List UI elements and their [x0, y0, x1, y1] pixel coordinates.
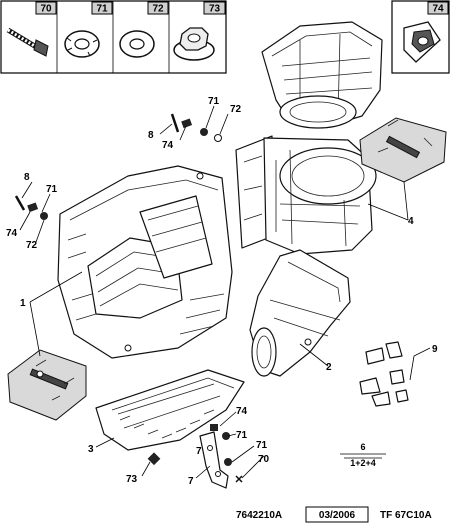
callout-72: 72	[230, 104, 242, 115]
callout-1: 1	[20, 298, 26, 309]
callout-74: 74	[6, 228, 18, 239]
callout-72: 72	[26, 240, 38, 251]
flat-washer-icon	[119, 30, 155, 58]
callout-71: 71	[46, 184, 58, 195]
callout-70: 70	[258, 454, 270, 465]
callout-71: 71	[256, 440, 268, 451]
footer-date: 03/2006	[319, 510, 356, 521]
air-duct-connector	[249, 249, 351, 377]
clip-set	[359, 341, 409, 407]
clip-nut-icon	[403, 21, 441, 63]
header-ref-71: 71	[64, 1, 113, 58]
header-ref-label: 70	[40, 4, 52, 15]
callout-9: 9	[432, 344, 438, 355]
header-ref-label: 72	[152, 4, 164, 15]
callout-74: 74	[236, 406, 248, 417]
nut-icon	[173, 27, 215, 61]
header-parts-strip: 70 71 72	[0, 0, 227, 74]
footer-ref-code: 7642210A	[236, 510, 282, 521]
washer-icon	[64, 30, 100, 58]
callout-4: 4	[408, 216, 414, 227]
fastener-group-upper	[170, 113, 222, 142]
fraction-top: 6	[360, 442, 365, 452]
assembly-fraction-note: 6 1+2+4	[340, 442, 386, 468]
header-ref-label: 74	[432, 4, 444, 15]
callout-8: 8	[148, 130, 154, 141]
callout-2: 2	[326, 362, 332, 373]
callout-7: 7	[196, 446, 202, 457]
leader-lines	[19, 105, 431, 479]
header-ref-74: 74	[391, 0, 450, 74]
callout-3: 3	[88, 444, 94, 455]
lower-filter-tray	[95, 369, 245, 451]
callout-73: 73	[126, 474, 138, 485]
fastener-group-left	[14, 195, 48, 220]
clip-detail-inset-left	[7, 349, 87, 421]
footer-tf-code: TF 67C10A	[380, 510, 432, 521]
header-ref-label: 73	[209, 4, 221, 15]
callout-71: 71	[208, 96, 220, 107]
header-ref-73: 73	[173, 1, 226, 61]
callout-7: 7	[188, 476, 194, 487]
fraction-bottom: 1+2+4	[350, 458, 376, 468]
footer-strip: 7642210A 03/2006 TF 67C10A	[236, 506, 432, 523]
blower-housing	[235, 135, 377, 255]
fastener-group-lower	[147, 424, 243, 483]
mounting-bracket	[199, 431, 229, 489]
header-ref-70: 70	[6, 1, 57, 57]
heater-unit-housing	[57, 165, 233, 359]
callout-8: 8	[24, 172, 30, 183]
callout-labels: 1 2 3 4 9 7 7 8 8 70 71 71 71 71 72 72 7…	[6, 96, 438, 487]
clip-detail-inset-right	[359, 117, 447, 183]
callout-71: 71	[236, 430, 248, 441]
callout-74: 74	[162, 140, 174, 151]
footer-date-box	[305, 506, 369, 523]
blower-inlet-duct	[261, 21, 383, 129]
bolt-icon	[6, 27, 49, 57]
header-ref-72: 72	[119, 1, 169, 58]
header-ref-label: 71	[96, 4, 108, 15]
